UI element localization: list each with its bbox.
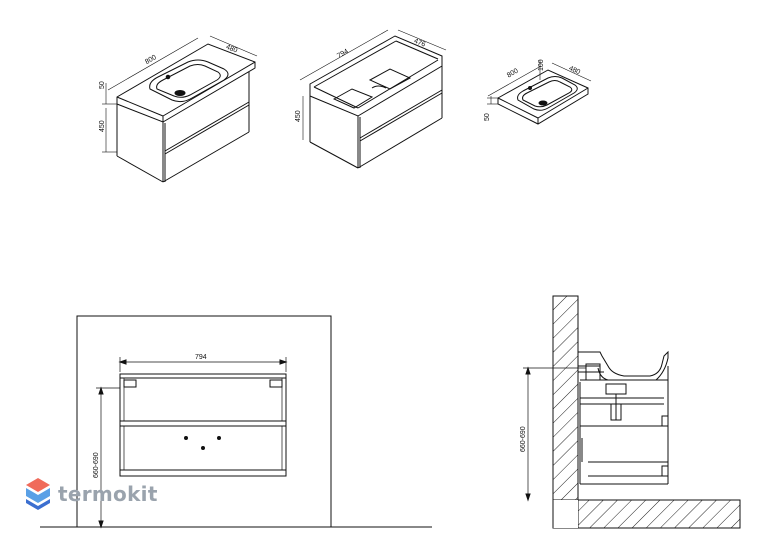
iso-view-cabinet-with-basin — [102, 35, 258, 183]
termokit-logo-icon — [26, 478, 50, 510]
front-width-label: 794 — [195, 354, 207, 361]
front-height-label: 660-690 — [93, 452, 100, 478]
iso-view-cabinet-open — [299, 29, 447, 169]
iso3-thickness-label: 50 — [484, 113, 491, 121]
front-elevation — [40, 315, 432, 529]
iso2-width-label: 794 — [336, 48, 350, 60]
side-section — [523, 295, 741, 529]
brand-name: termokit — [58, 482, 158, 506]
iso3-depth-label: 480 — [568, 65, 582, 76]
iso3-small-label: 100 — [538, 59, 545, 71]
iso1-width-label: 800 — [144, 54, 158, 66]
iso-view-basin — [487, 60, 592, 125]
iso1-top-height-label: 50 — [99, 81, 106, 89]
side-height-label: 660-690 — [520, 426, 527, 452]
brand-watermark: termokit — [24, 476, 158, 512]
iso2-depth-label: 476 — [413, 38, 427, 49]
iso3-width-label: 800 — [506, 68, 520, 80]
iso1-body-height-label: 450 — [99, 120, 106, 132]
iso2-body-height-label: 450 — [295, 110, 302, 122]
iso1-depth-label: 480 — [225, 44, 239, 55]
